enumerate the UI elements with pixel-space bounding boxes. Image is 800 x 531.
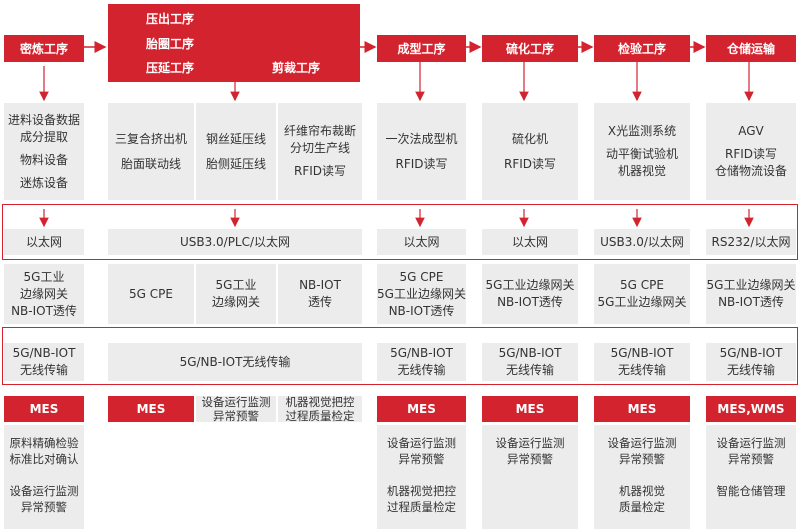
wired-col5: 以太网 (377, 229, 466, 255)
edge-col8: 5G工业边缘网关 NB-IOT透传 (706, 264, 796, 324)
wireless-col1: 5G/NB-IOT 无线传输 (4, 343, 84, 381)
wired-col8: RS232/以太网 (706, 229, 796, 255)
mes-col2: MES (108, 396, 194, 422)
mes-col8: MES,WMS (706, 396, 796, 422)
function-col5: 设备运行监测 异常预警 机器视觉把控 过程质量检定 (377, 425, 466, 529)
equipment-col6: 硫化机 RFID读写 (482, 103, 578, 200)
stage-group-box: 压出工序 胎圈工序 压延工序 剪裁工序 (108, 4, 360, 82)
wired-col6: 以太网 (482, 229, 578, 255)
stage-bead: 胎圈工序 (146, 37, 195, 51)
wired-col1: 以太网 (4, 229, 84, 255)
stage-calender: 压延工序 (146, 61, 195, 75)
mes-col5: MES (377, 396, 466, 422)
stage-mixing: 密炼工序 (4, 35, 84, 62)
stage-forming: 成型工序 (377, 35, 466, 62)
wired-col7: USB3.0/以太网 (594, 229, 690, 255)
function-col7: 设备运行监测 异常预警 机器视觉 质量检定 (594, 425, 690, 529)
stage-cutting: 剪裁工序 (272, 61, 321, 75)
mes-col7: MES (594, 396, 690, 422)
mes-col6: MES (482, 396, 578, 422)
wired-col234: USB3.0/PLC/以太网 (108, 229, 362, 255)
wireless-col8: 5G/NB-IOT 无线传输 (706, 343, 796, 381)
mes-col1: MES (4, 396, 84, 422)
edge-col2: 5G CPE (108, 264, 194, 324)
equipment-col1: 进料设备数据 成分提取 物料设备 迷炼设备 (4, 103, 84, 200)
wired-band (2, 204, 798, 260)
function-col1: 原料精确检验 标准比对确认 设备运行监测 异常预警 (4, 425, 84, 529)
wireless-col6: 5G/NB-IOT 无线传输 (482, 343, 578, 381)
stage-inspection: 检验工序 (594, 35, 690, 62)
equipment-col2: 三复合挤出机 胎面联动线 (108, 103, 194, 200)
edge-col4: NB-IOT 透传 (278, 264, 362, 324)
wireless-col7: 5G/NB-IOT 无线传输 (594, 343, 690, 381)
stage-extrude: 压出工序 (146, 12, 195, 26)
edge-col3: 5G工业 边缘网关 (196, 264, 276, 324)
equipment-col5: 一次法成型机 RFID读写 (377, 103, 466, 200)
edge-col7: 5G CPE 5G工业边缘网关 (594, 264, 690, 324)
wireless-band (2, 327, 798, 385)
equipment-col4: 纤维帘布裁断 分切生产线 RFID读写 (278, 103, 362, 200)
stage-label: 密炼工序 (19, 42, 68, 56)
equipment-col3: 钢丝延压线 胎侧延压线 (196, 103, 276, 200)
wireless-col5: 5G/NB-IOT 无线传输 (377, 343, 466, 381)
equipment-col8: AGV RFID读写 仓储物流设备 (706, 103, 796, 200)
stage-warehouse: 仓储运输 (706, 35, 796, 62)
edge-col1: 5G工业 边缘网关 NB-IOT透传 (4, 264, 84, 324)
edge-col5: 5G CPE 5G工业边缘网关 NB-IOT透传 (377, 264, 466, 324)
mes-col4: 机器视觉把控 过程质量检定 (278, 395, 362, 423)
edge-col6: 5G工业边缘网关 NB-IOT透传 (482, 264, 578, 324)
equipment-col7: X光监测系统 动平衡试验机 机器视觉 (594, 103, 690, 200)
stage-curing: 硫化工序 (482, 35, 578, 62)
function-col6: 设备运行监测 异常预警 (482, 425, 578, 529)
function-col8: 设备运行监测 异常预警 智能仓储管理 (706, 425, 796, 529)
mes-col3: 设备运行监测 异常预警 (196, 395, 276, 423)
wireless-col234: 5G/NB-IOT无线传输 (108, 343, 362, 381)
